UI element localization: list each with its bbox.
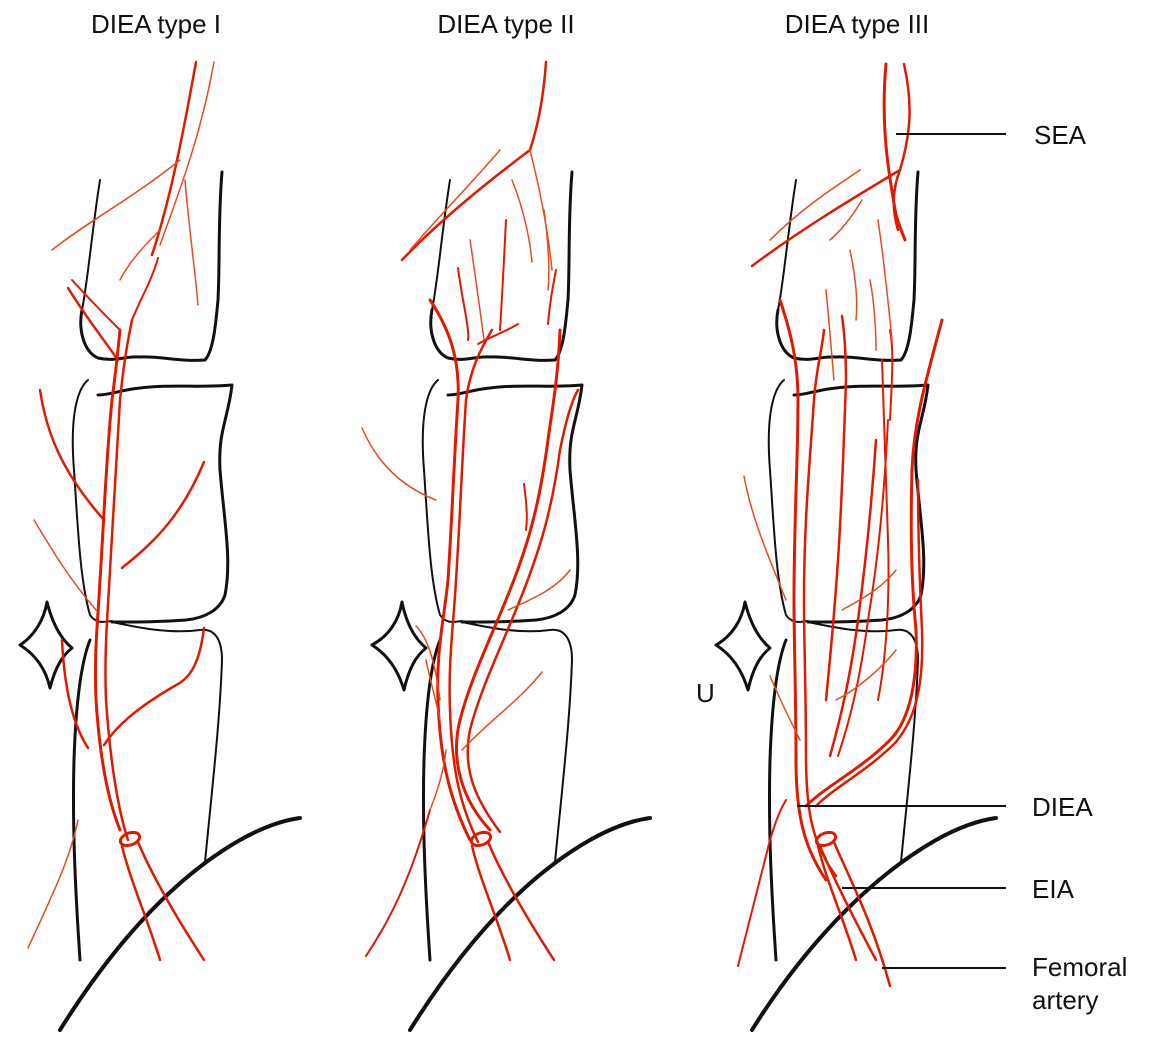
panel-title-type-2: DIEA type II bbox=[437, 9, 574, 39]
panel-diea-type-3: DIEA type III bbox=[696, 9, 1127, 1032]
label-u: U bbox=[696, 678, 715, 708]
label-femoral-line1: Femoral bbox=[1032, 952, 1127, 982]
arteries-type-3 bbox=[737, 62, 944, 988]
panel-diea-type-1: DIEA type I bbox=[18, 9, 302, 1032]
label-eia: EIA bbox=[1032, 874, 1075, 904]
label-femoral-line2: artery bbox=[1032, 985, 1098, 1015]
label-sea: SEA bbox=[1034, 120, 1087, 150]
vertebra-outline bbox=[370, 170, 652, 1032]
arteries-type-2 bbox=[361, 60, 580, 962]
leader-lines bbox=[797, 133, 1006, 969]
label-diea: DIEA bbox=[1032, 792, 1093, 822]
panel-title-type-3: DIEA type III bbox=[785, 9, 930, 39]
vertebra-outline bbox=[18, 170, 302, 1032]
panel-title-type-1: DIEA type I bbox=[91, 9, 221, 39]
arteries-type-1 bbox=[27, 60, 215, 962]
panel-diea-type-2: DIEA type II bbox=[361, 9, 652, 1032]
